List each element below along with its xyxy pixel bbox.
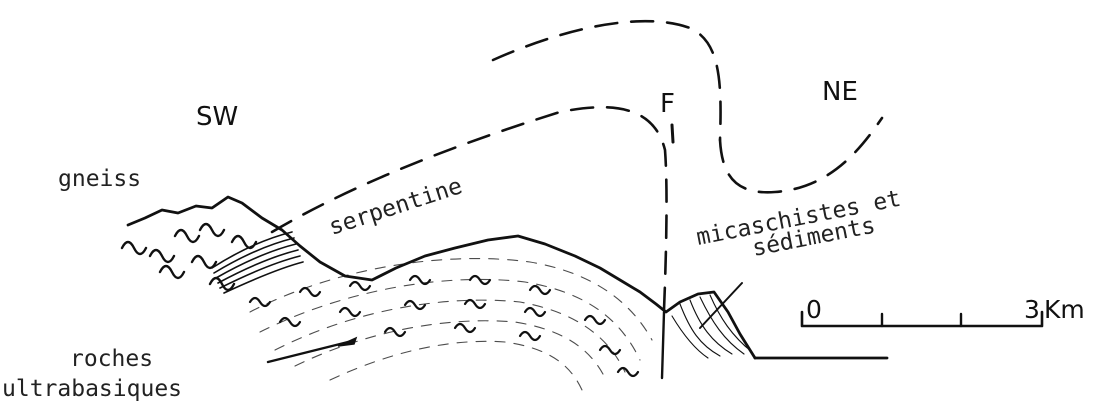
- ultrabasic-lens: [338, 338, 356, 346]
- label-serpentine: serpentine: [326, 173, 466, 241]
- scale-bar-line: [802, 312, 1042, 326]
- scale-unit-label: Km: [1044, 295, 1085, 324]
- micaschistes-wedge: [672, 295, 752, 358]
- serpentine-hatched-band: [212, 232, 303, 293]
- topographic-surface: [128, 197, 755, 358]
- fault-trace-surface: [662, 312, 664, 378]
- orientation-sw: SW: [196, 102, 238, 132]
- scale-end-label: 3: [1024, 295, 1040, 324]
- fault-label: F: [660, 89, 675, 119]
- projected-fold-dashed-lines: [272, 21, 882, 310]
- fold-foliation-arcs: [250, 259, 652, 390]
- outer-dashed-fold: [493, 21, 721, 140]
- label-roches: roches: [70, 346, 153, 372]
- fault-tick: [672, 125, 673, 142]
- roches-leader-line: [268, 342, 348, 362]
- scale-start-label: 0: [806, 295, 822, 324]
- micaschistes-leader-line: [700, 283, 742, 328]
- orientation-ne: NE: [822, 77, 858, 107]
- scale-bar: 0 3 Km: [802, 295, 1085, 326]
- fold-symbols: [250, 276, 638, 376]
- label-ultrabasiques: ultrabasiques: [2, 376, 182, 402]
- label-gneiss: gneiss: [58, 166, 141, 192]
- ne-dashed-fold: [720, 118, 882, 192]
